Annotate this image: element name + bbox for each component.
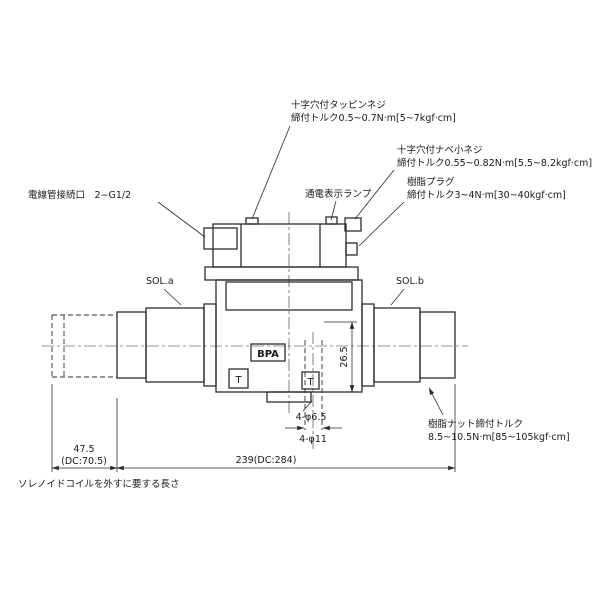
- label-sol-b: SOL.b: [396, 276, 424, 287]
- bpa-marking: BPA: [257, 349, 279, 360]
- t-port-label-left: T: [234, 375, 242, 386]
- t-port-box-right: [301, 371, 320, 390]
- solenoid-a-coil: [145, 307, 205, 383]
- terminal-box-cover: [212, 223, 347, 268]
- pan-head-screw: [344, 217, 362, 232]
- dim-47-5: 47.5: [73, 444, 94, 455]
- leader-tapping-screw: [251, 125, 291, 220]
- terminal-box-flange: [204, 266, 359, 281]
- callout-resin-plug-name: 樹脂プラグ: [407, 176, 455, 188]
- callout-pan-screw-torque: 締付トルク0.55~0.82N·m[5.5~8.2kgf·cm]: [397, 157, 592, 169]
- solenoid-a-flange: [203, 303, 217, 387]
- solenoid-b-coil: [373, 307, 421, 383]
- solenoid-b-flange: [361, 303, 375, 387]
- dim-counterbore: 4-φ11: [299, 434, 327, 445]
- leader-resin-plug: [358, 201, 405, 247]
- leader-mount-hole: [302, 400, 313, 412]
- leader-conduit-port: [157, 201, 206, 238]
- solenoid-a-nut: [116, 311, 147, 379]
- callout-conduit-port: 電線管接続口 2−G1/2: [28, 189, 131, 201]
- leader-sol-a: [163, 288, 182, 306]
- leader-pan-screw: [354, 169, 395, 220]
- leader-lamp: [330, 200, 337, 221]
- callout-tapping-screw-name: 十字穴付タッピンネジ: [291, 99, 386, 111]
- solenoid-b-nut: [419, 311, 456, 379]
- conduit-port-block: [203, 227, 238, 250]
- callout-resin-nut-name: 樹脂ナット締付トルク: [428, 418, 523, 430]
- bpa-marking-box: [250, 343, 286, 362]
- t-port-box-left: [228, 368, 249, 389]
- dim-47-5-dc: (DC:70.5): [61, 456, 107, 467]
- callout-tapping-screw-torque: 締付トルク0.5~0.7N·m[5~7kgf·cm]: [291, 112, 456, 124]
- resin-plug: [345, 242, 358, 256]
- label-sol-a: SOL.a: [146, 276, 174, 287]
- name-plate: [225, 281, 353, 311]
- leader-resin-nut: [428, 387, 444, 416]
- dim-mount-hole: 4-φ6.5: [296, 412, 327, 423]
- dim-239: 239(DC:284): [236, 455, 297, 466]
- callout-pan-screw-name: 十字穴付ナベ小ネジ: [397, 144, 483, 156]
- dim-26-5: 26.5: [339, 346, 350, 367]
- t-port-label-right: T: [306, 377, 314, 388]
- callout-lamp: 通電表示ランプ: [305, 188, 372, 200]
- mounting-foot: [266, 391, 312, 403]
- note-coil-removal: ソレノイドコイルを外すに要する長さ: [18, 478, 180, 490]
- callout-resin-nut-torque: 8.5~10.5N·m[85~105kgf·cm]: [428, 432, 570, 443]
- leader-sol-b: [390, 288, 405, 306]
- callout-resin-plug-torque: 締付トルク3~4N·m[30~40kgf·cm]: [407, 189, 566, 201]
